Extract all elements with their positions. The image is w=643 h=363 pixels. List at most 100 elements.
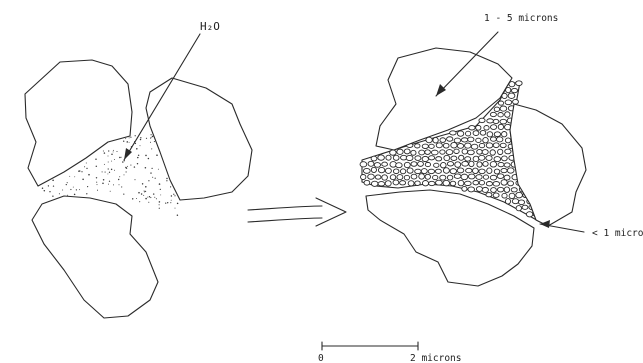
- fine-particle: [479, 169, 485, 174]
- stipple-dot: [105, 172, 106, 173]
- stipple-dot: [129, 137, 130, 138]
- stipple-dot: [122, 161, 124, 163]
- fine-particle: [451, 142, 457, 148]
- fine-particle: [490, 175, 497, 180]
- stipple-dot: [111, 169, 112, 170]
- stipple-dot: [84, 166, 85, 167]
- stipple-dot: [129, 142, 130, 143]
- stipple-dot: [156, 198, 157, 199]
- fine-particle: [505, 100, 512, 105]
- fine-particle: [418, 161, 424, 166]
- stipple-dot: [173, 194, 174, 195]
- fine-particle: [462, 149, 468, 154]
- fine-particle: [471, 144, 478, 149]
- stipple-dot: [177, 203, 179, 205]
- stipple-dot: [159, 208, 160, 209]
- fine-particle: [477, 162, 482, 167]
- stipple-dot: [160, 189, 161, 190]
- fine-particle: [407, 168, 413, 173]
- fine-particle: [516, 192, 523, 198]
- fine-particle: [516, 81, 522, 86]
- fine-particle: [483, 137, 489, 142]
- fine-particle: [498, 162, 504, 166]
- stipple-dot: [158, 169, 159, 170]
- fine-particle: [444, 155, 450, 160]
- fine-particle: [443, 143, 449, 148]
- fine-particle: [486, 156, 492, 161]
- fine-particle: [504, 163, 510, 167]
- stipple-dot: [121, 157, 122, 158]
- left-panel: H₂O: [25, 20, 252, 318]
- stipple-dot: [130, 137, 131, 138]
- fine-particle: [390, 150, 396, 155]
- fine-particle: [501, 180, 507, 186]
- fine-particle: [526, 212, 532, 217]
- fine-particle: [429, 181, 435, 185]
- fine-particle: [457, 168, 464, 173]
- fine-particle: [411, 150, 416, 155]
- fine-particle: [502, 193, 507, 198]
- stipple-dot: [145, 155, 147, 157]
- stipple-dot: [67, 195, 68, 196]
- fine-particle: [415, 169, 422, 174]
- stipple-dot: [86, 193, 87, 194]
- stipple-dot: [123, 193, 124, 194]
- fine-particle: [516, 206, 521, 211]
- stipple-dot: [87, 186, 88, 187]
- stipple-dot: [86, 168, 87, 169]
- stipple-dot: [150, 172, 151, 173]
- fine-particle: [421, 169, 427, 174]
- stipple-dot: [113, 151, 114, 152]
- stipple-dot: [81, 171, 82, 172]
- fine-particle: [468, 187, 475, 192]
- fine-particle: [479, 143, 484, 147]
- stipple-dot: [124, 174, 125, 175]
- fine-particle: [360, 174, 365, 179]
- fine-particle: [404, 162, 410, 167]
- stipple-dot: [113, 150, 114, 151]
- stipple-dot: [114, 170, 115, 171]
- fine-particle: [466, 168, 472, 172]
- fine-particle: [415, 144, 420, 148]
- fine-particle: [443, 180, 450, 186]
- fine-particle: [455, 162, 461, 168]
- fine-particle: [509, 193, 515, 199]
- stipple-dot: [159, 201, 161, 203]
- fine-particle: [382, 175, 388, 180]
- fine-particle: [504, 187, 509, 192]
- stipple-dot: [52, 196, 53, 197]
- fine-size-arrow: [540, 220, 584, 232]
- stipple-dot: [103, 179, 105, 181]
- stipple-dot: [177, 214, 178, 215]
- fine-particle: [462, 186, 467, 191]
- stipple-dot: [148, 158, 150, 160]
- fine-particle: [476, 138, 481, 142]
- fine-particle: [502, 131, 507, 136]
- fine-particle: [436, 143, 442, 148]
- fine-particle: [476, 187, 482, 192]
- stipple-dot: [126, 171, 127, 172]
- fine-particle: [415, 156, 421, 161]
- stipple-dot: [144, 190, 145, 191]
- stipple-dot: [96, 184, 97, 185]
- fine-particle: [385, 168, 391, 173]
- fine-particle: [511, 188, 517, 192]
- stipple-dot: [148, 180, 149, 181]
- fine-particle: [491, 188, 497, 193]
- fine-particle: [505, 138, 510, 143]
- fine-particle: [406, 155, 413, 160]
- fine-particle: [494, 132, 500, 137]
- stipple-dot: [119, 176, 120, 177]
- fine-particle: [472, 168, 478, 173]
- fine-particle: [443, 168, 449, 174]
- stipple-dot: [88, 174, 90, 176]
- fine-particle: [482, 187, 488, 192]
- stipple-dot: [146, 138, 147, 139]
- fine-particle: [425, 150, 431, 155]
- stipple-dot: [171, 195, 172, 196]
- stipple-dot: [137, 157, 138, 158]
- fine-particle: [500, 119, 507, 124]
- fine-particle: [436, 157, 442, 161]
- fine-particle: [447, 162, 453, 166]
